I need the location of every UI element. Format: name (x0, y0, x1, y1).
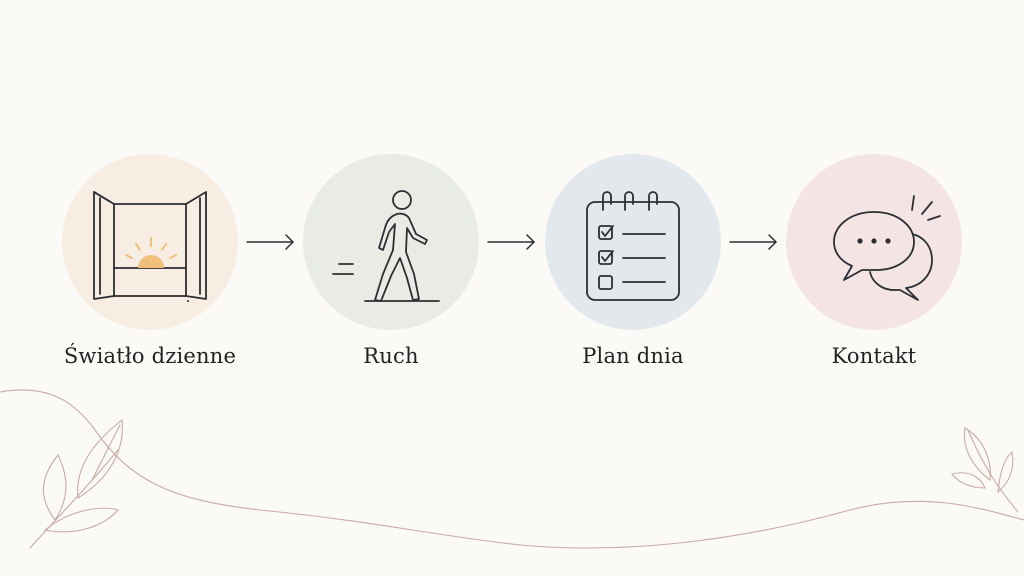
step-label: Plan dnia (582, 344, 684, 368)
step-daily-plan: Plan dnia (523, 154, 743, 384)
step-label: Ruch (363, 344, 419, 368)
step-label: Kontakt (831, 344, 917, 368)
step-circle (545, 154, 721, 330)
step-movement: Ruch (281, 154, 501, 384)
step-circle (786, 154, 962, 330)
checklist-calendar-icon (586, 191, 680, 301)
step-circle (62, 154, 238, 330)
step-label: Światło dzienne (63, 344, 237, 368)
arrow-right-icon (246, 234, 294, 250)
walking-person-icon (332, 190, 440, 302)
chat-bubbles-icon (833, 195, 941, 301)
arrow-right-icon (729, 234, 777, 250)
step-daylight: Światło dzienne (40, 154, 260, 384)
arrow-right-icon (487, 234, 535, 250)
step-circle (303, 154, 479, 330)
step-contact: Kontakt (764, 154, 984, 384)
window-sunrise-icon (93, 191, 207, 302)
